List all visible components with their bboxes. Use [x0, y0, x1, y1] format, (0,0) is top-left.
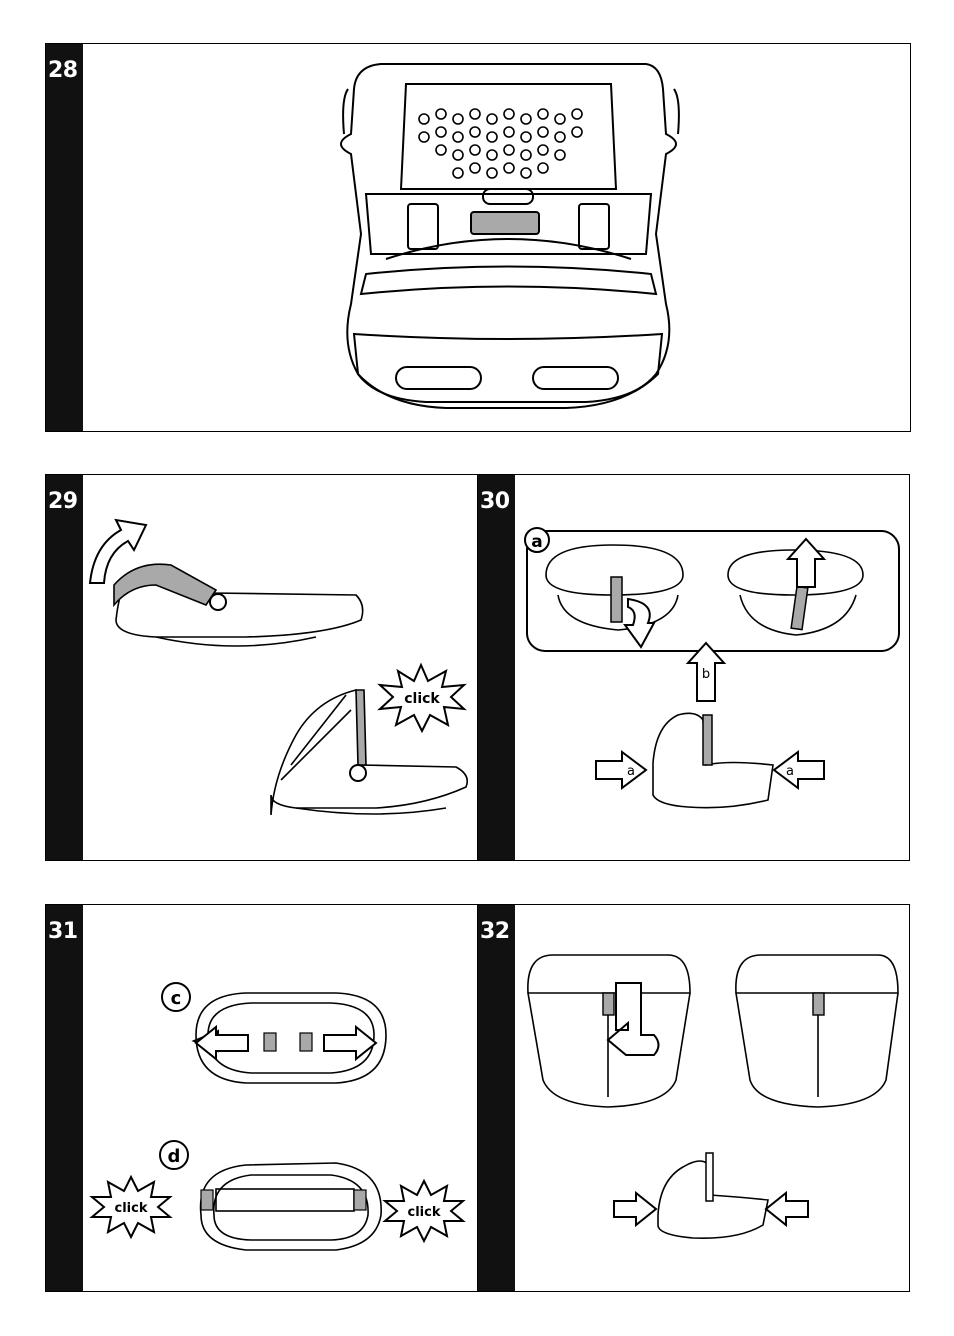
arrow-label-b: b	[702, 667, 710, 682]
car-seat-base-illustration	[46, 44, 912, 433]
click-callout: click	[404, 691, 440, 707]
click-callout-right: click	[408, 1205, 441, 1220]
carrycot-hood-illustration: click	[46, 475, 480, 862]
step-29-panel: 29 click	[45, 474, 479, 861]
arrow-label-a-right: a	[786, 764, 794, 779]
carrycot-underside-illustration: c d click click	[46, 905, 480, 1293]
label-c: c	[171, 988, 182, 1009]
carrycot-attach-illustration: a b a a	[478, 475, 911, 862]
arrow-label-a-left: a	[627, 764, 635, 779]
step-31-panel: 31 c d click click	[45, 904, 479, 1292]
step-30-panel: 30 a b a a	[477, 474, 910, 861]
carrycot-apron-illustration	[478, 905, 911, 1293]
detail-label-a: a	[531, 532, 542, 552]
step-32-panel: 32	[477, 904, 910, 1292]
click-callout-left: click	[115, 1201, 148, 1216]
label-d: d	[168, 1146, 181, 1167]
step-28-panel: 28	[45, 43, 911, 432]
